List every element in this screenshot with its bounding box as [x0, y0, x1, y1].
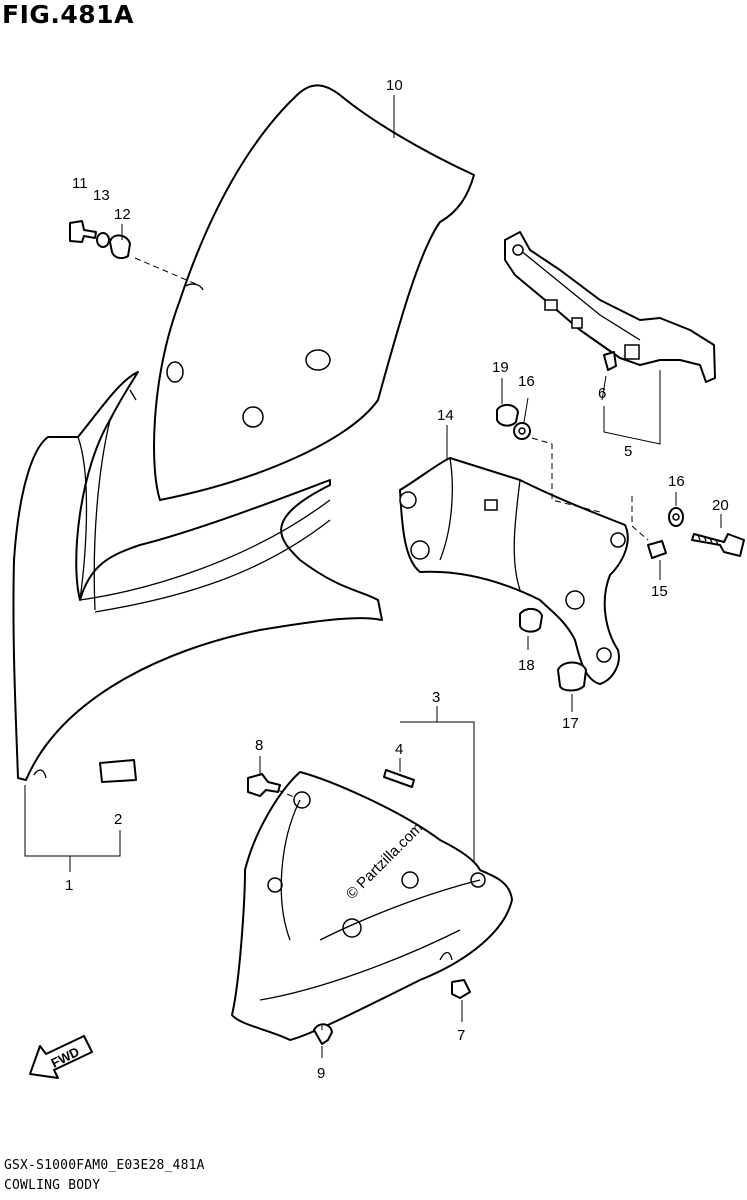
washer-part-16-upper: [513, 422, 531, 440]
callout-19: 20: [712, 497, 729, 514]
assembly-line-16: [531, 437, 601, 513]
screw-part-8: [247, 773, 281, 797]
grommet-part-20: [496, 404, 519, 427]
callout-12: 12: [114, 206, 131, 223]
leader-lines: [24, 95, 722, 1058]
assembly-line-19: [631, 496, 649, 541]
callout-10: 10: [386, 77, 403, 94]
cowling-inner-part-3: [231, 771, 513, 1041]
nut-part-12: [109, 234, 131, 260]
callout-6: 6: [598, 385, 606, 402]
figure-name: COWLING BODY: [4, 1178, 101, 1193]
assembly-line-12: [134, 257, 197, 285]
callout-3: 3: [432, 689, 440, 706]
figure-code: GSX-S1000FAM0_E03E28_481A: [4, 1158, 205, 1173]
callout-7: 7: [457, 1027, 465, 1044]
grommet-part-18: [519, 608, 543, 633]
callout-20: 19: [492, 359, 509, 376]
cowling-body-part-1: [12, 371, 383, 781]
bracket-part-5: [504, 231, 716, 383]
callout-8: 8: [255, 737, 263, 754]
callout-18: 18: [518, 657, 535, 674]
washer-part-16-right: [668, 507, 684, 527]
washer-part-13: [96, 232, 110, 248]
fwd-label: FWD: [49, 1044, 82, 1071]
callout-15: 15: [651, 583, 668, 600]
forward-arrow-icon: FWD: [29, 1035, 93, 1079]
callout-2: 2: [114, 811, 122, 828]
callout-9: 9: [317, 1065, 325, 1082]
callout-16-right: 16: [668, 473, 685, 490]
callout-16-upper: 16: [518, 373, 535, 390]
callout-13: 13: [93, 187, 110, 204]
nut-part-7: [451, 979, 471, 999]
screw-part-11: [69, 220, 97, 243]
figure-title: FIG.481A: [2, 0, 134, 29]
callout-5: 5: [624, 443, 632, 460]
callout-17: 17: [562, 715, 579, 732]
windscreen-part-10: [153, 84, 475, 501]
callout-11: 11: [72, 175, 88, 192]
clip-part-6: [603, 351, 617, 371]
emblem-part-2: [99, 759, 137, 783]
seal-part-4: [383, 769, 415, 788]
bolt-part-19: [691, 533, 745, 557]
bracket-part-14: [399, 457, 629, 685]
collar-part-17: [557, 661, 587, 692]
assembly-line-8: [277, 789, 297, 799]
callout-14: 14: [437, 407, 454, 424]
callout-1: 1: [65, 877, 73, 894]
screw-part-9: [313, 1023, 333, 1045]
callout-4: 4: [395, 741, 403, 758]
collar-part-15: [647, 540, 667, 559]
